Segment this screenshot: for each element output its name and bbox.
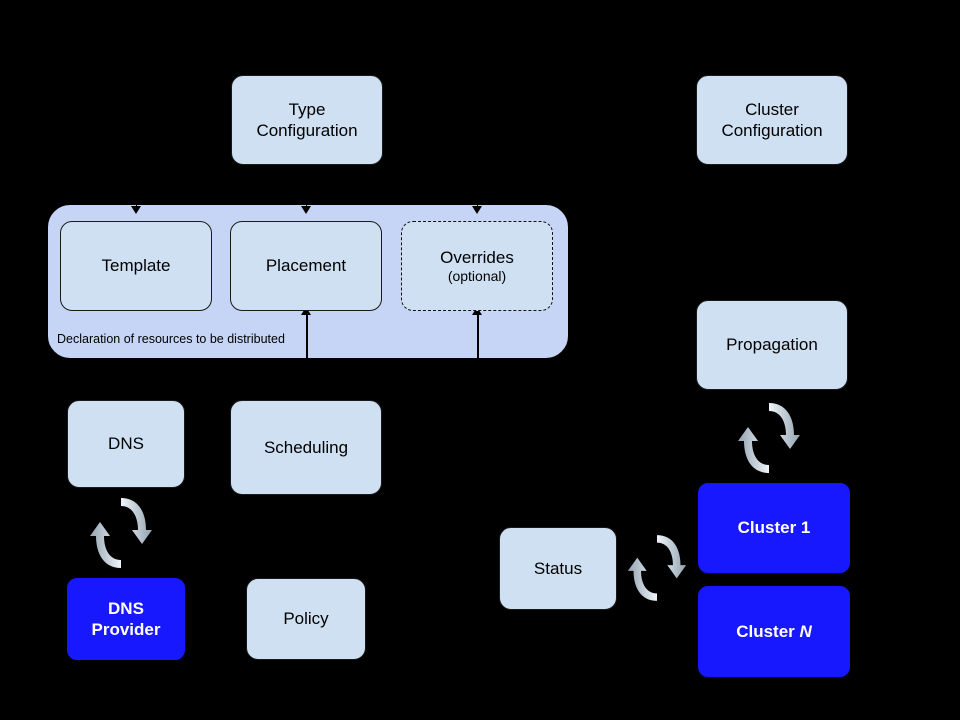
- arrowhead-placement-up: [301, 307, 311, 315]
- node-placement[interactable]: Placement: [230, 221, 382, 311]
- connector-type-to-placement: [306, 165, 307, 208]
- node-label: Template: [101, 256, 171, 276]
- node-label: Status: [533, 558, 583, 578]
- arrowhead-placement: [301, 206, 311, 214]
- node-label: Cluster Configuration: [721, 99, 823, 140]
- node-status[interactable]: Status: [499, 527, 617, 610]
- arrowhead-overrides: [472, 206, 482, 214]
- node-overrides[interactable]: Overrides (optional): [401, 221, 553, 311]
- connector-type-to-overrides: [477, 165, 478, 208]
- node-label: Overrides (optional): [440, 247, 514, 284]
- arrowhead-overrides-up: [472, 307, 482, 315]
- node-policy[interactable]: Policy: [246, 578, 366, 660]
- node-label: Cluster N: [736, 621, 812, 641]
- node-label: Type Configuration: [256, 99, 358, 140]
- node-propagation[interactable]: Propagation: [696, 300, 848, 390]
- node-label: Policy: [283, 609, 329, 629]
- node-cluster-n[interactable]: Cluster N: [698, 586, 850, 677]
- sync-arrows-icon-propagation: [736, 397, 802, 479]
- connector-type-to-template: [136, 165, 137, 208]
- node-cluster-1[interactable]: Cluster 1: [698, 483, 850, 573]
- connector-policy-to-overrides: [477, 313, 479, 359]
- node-label: DNS Provider: [91, 598, 161, 639]
- node-label: DNS: [108, 434, 144, 454]
- node-label: Scheduling: [263, 437, 349, 457]
- arrowhead-template: [131, 206, 141, 214]
- connector-scheduling-to-placement: [306, 313, 308, 359]
- node-type-configuration[interactable]: Type Configuration: [231, 75, 383, 165]
- node-scheduling[interactable]: Scheduling: [230, 400, 382, 495]
- node-label: Cluster 1: [737, 518, 811, 538]
- sync-arrows-icon-dns: [88, 492, 154, 574]
- node-dns[interactable]: DNS: [67, 400, 185, 488]
- sync-arrows-icon-status: [626, 527, 688, 609]
- node-cluster-configuration[interactable]: Cluster Configuration: [696, 75, 848, 165]
- group-caption: Declaration of resources to be distribut…: [57, 332, 285, 346]
- node-label: Placement: [265, 256, 347, 276]
- node-label: Propagation: [726, 335, 818, 355]
- node-template[interactable]: Template: [60, 221, 212, 311]
- node-dns-provider[interactable]: DNS Provider: [67, 578, 185, 660]
